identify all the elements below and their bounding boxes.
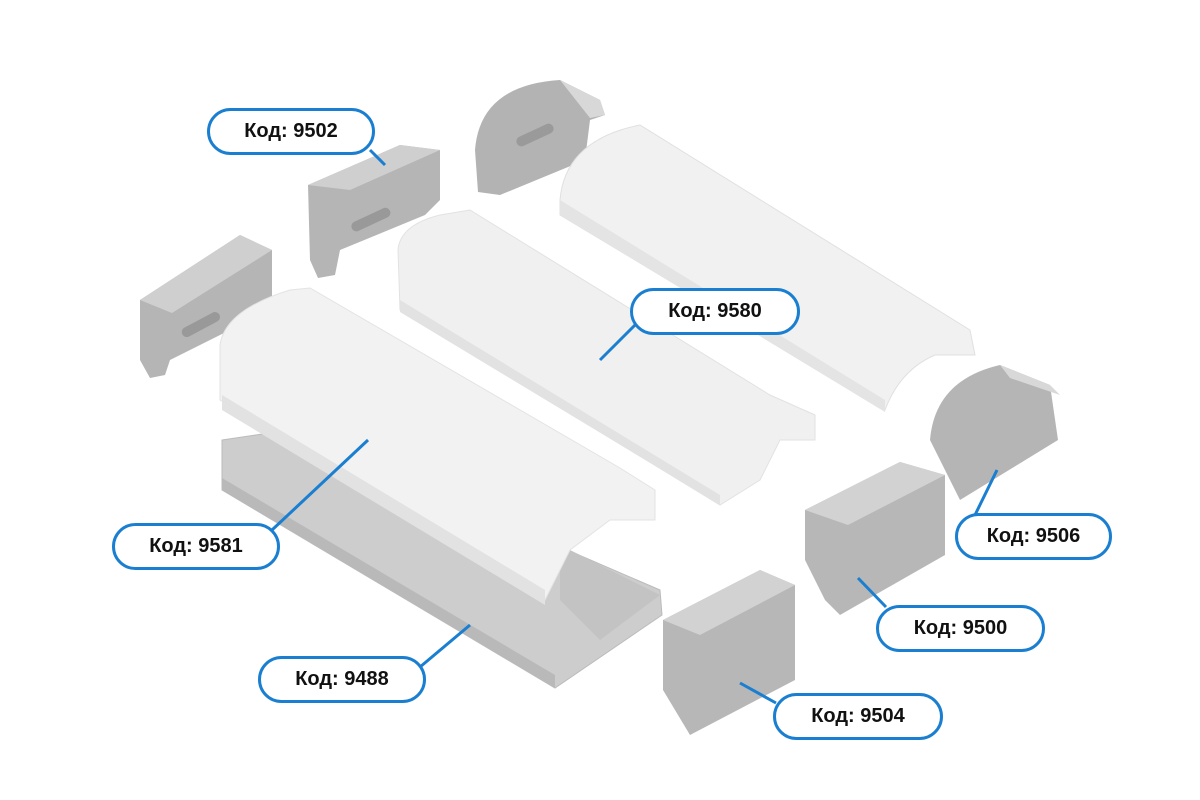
leader-9500 [856, 576, 888, 609]
code-label-9504: Код: 9504 [773, 693, 943, 740]
leader-9488 [419, 623, 471, 669]
code-label-9581: Код: 9581 [112, 523, 280, 570]
leader-9502 [368, 148, 387, 167]
round-end-cap-9506 [930, 365, 1060, 500]
diffuser-9581 [219, 287, 656, 605]
end-cap-left [140, 235, 272, 378]
code-label-9580: Код: 9580 [630, 288, 800, 335]
end-cap-9500 [805, 462, 945, 615]
diffuser-middle [397, 209, 816, 506]
leader-9581 [270, 438, 370, 532]
leader-9580 [598, 323, 637, 362]
code-label-9500: Код: 9500 [876, 605, 1045, 652]
leader-9504 [739, 681, 777, 705]
code-label-9506: Код: 9506 [955, 513, 1112, 560]
round-end-cap-top [475, 80, 605, 195]
leader-9506 [973, 469, 999, 516]
end-cap-9502 [308, 145, 440, 278]
profile-9488 [221, 429, 663, 689]
code-label-9502: Код: 9502 [207, 108, 375, 155]
code-label-9488: Код: 9488 [258, 656, 426, 703]
leader-lines [270, 148, 999, 705]
